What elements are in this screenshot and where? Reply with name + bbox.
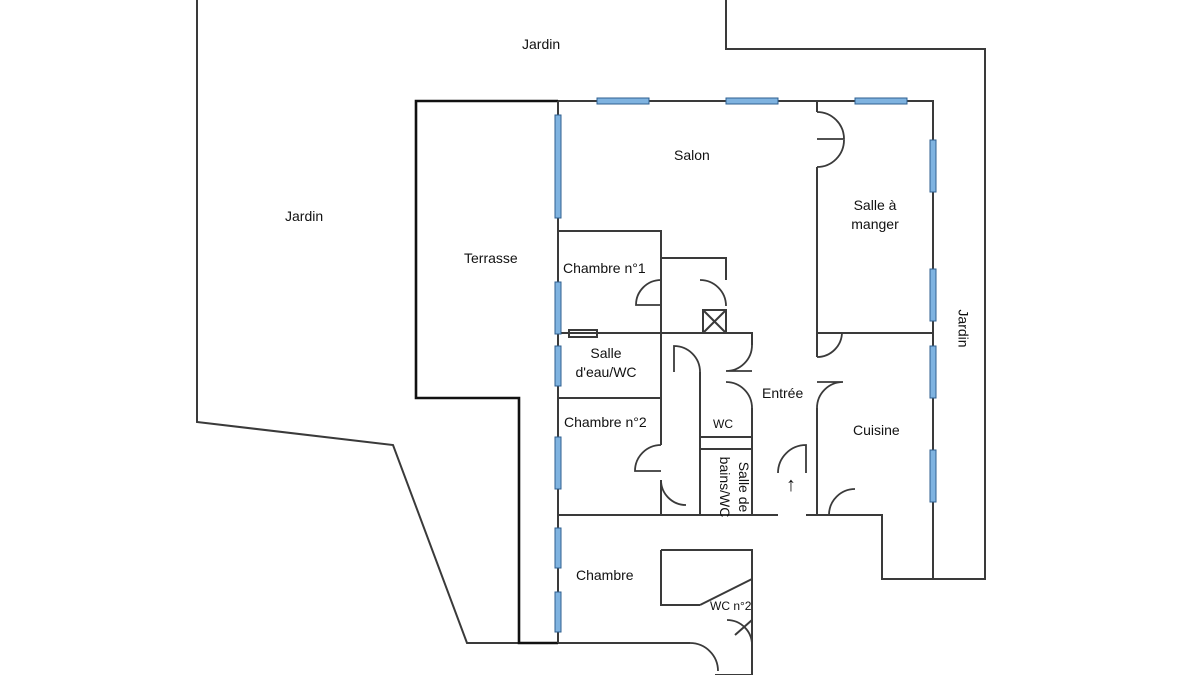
label-salle-a-manger: Salle à manger <box>843 196 907 234</box>
garden-boundary-left <box>196 0 519 644</box>
shaft-cross-2 <box>702 309 727 334</box>
label-salle-eau: Salle d'eau/WC <box>569 344 643 382</box>
window-vent-box <box>568 329 598 338</box>
label-jardin-right: Jardin <box>955 309 972 348</box>
label-chambre3: Chambre <box>576 567 634 583</box>
wall-chambre3-right <box>660 550 700 606</box>
label-terrasse: Terrasse <box>464 250 518 266</box>
label-jardin-left: Jardin <box>285 208 324 224</box>
door-kitchen-2 <box>816 381 844 409</box>
garden-boundary-right <box>725 0 986 580</box>
label-salle-bains-line1: Salle de <box>736 461 752 513</box>
door-chambre1 <box>635 279 662 306</box>
door-entree <box>777 444 807 474</box>
wall-chambre1-top <box>558 230 662 333</box>
door-wc2 <box>726 619 753 646</box>
window-left-1 <box>554 114 562 219</box>
label-chambre2: Chambre n°2 <box>564 414 647 430</box>
label-salle-eau-line1: Salle <box>590 345 622 361</box>
label-salle-eau-line2: d'eau/WC <box>575 364 637 380</box>
label-salle-a-manger-line1: Salle à <box>853 197 897 213</box>
door-salon-dining-2 <box>816 139 845 168</box>
wall-chambre3-top <box>661 549 753 579</box>
entrance-arrow-icon: ↑ <box>786 474 796 496</box>
window-top-2 <box>725 97 779 105</box>
label-wc2: WC n°2 <box>710 599 752 613</box>
window-left-2 <box>554 281 562 335</box>
window-left-5 <box>554 527 562 569</box>
door-kitchen <box>816 331 843 358</box>
label-entree: Entrée <box>762 385 804 401</box>
label-salon: Salon <box>674 147 710 163</box>
window-right-3 <box>929 345 937 399</box>
label-wc: WC <box>713 417 733 431</box>
door-wc-entry-2 <box>725 381 753 409</box>
window-right-1 <box>929 139 937 193</box>
door-chambre2-b <box>660 479 687 506</box>
label-cuisine: Cuisine <box>853 422 900 438</box>
label-salle-a-manger-line2: manger <box>851 216 899 232</box>
window-top-3 <box>854 97 908 105</box>
wall-wc2-diagonal <box>699 578 753 606</box>
door-corridor <box>699 279 727 307</box>
wall-corridor-top <box>661 257 727 280</box>
label-jardin-top: Jardin <box>522 36 561 52</box>
label-chambre1: Chambre n°1 <box>563 260 646 276</box>
wall-wc2-inner <box>734 619 753 636</box>
label-salle-bains-line2: bains/WC <box>717 456 733 518</box>
window-right-4 <box>929 449 937 503</box>
door-kitchen-3 <box>828 488 856 516</box>
door-chambre2 <box>634 444 662 472</box>
window-right-2 <box>929 268 937 322</box>
shaft <box>702 309 727 334</box>
door-chambre3 <box>689 642 719 672</box>
window-left-6 <box>554 591 562 633</box>
window-left-3 <box>554 345 562 387</box>
window-left-4 <box>554 436 562 490</box>
door-salon-dining <box>816 111 845 140</box>
door-salle-eau <box>673 345 701 373</box>
terrace-outline <box>414 99 558 645</box>
door-wc-entry <box>725 344 753 372</box>
window-top-1 <box>596 97 650 105</box>
wall-chambre1-bottom <box>558 332 753 345</box>
label-salle-bains: Salle de bains/WC <box>715 450 753 524</box>
